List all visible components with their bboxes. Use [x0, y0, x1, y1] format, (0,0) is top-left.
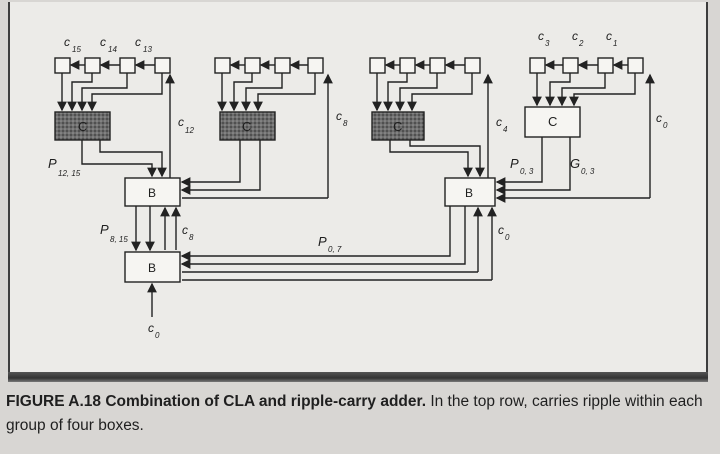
b-box-right-label: B: [465, 186, 473, 200]
svg-text:0, 3: 0, 3: [520, 167, 534, 176]
cla-box-4: [524, 106, 581, 138]
svg-text:2: 2: [578, 39, 584, 48]
svg-text:c: c: [64, 35, 70, 49]
figure-bottom-rule: [8, 372, 708, 382]
bit-box: [464, 57, 481, 74]
bit-box: [399, 57, 416, 74]
b-box-left-upper-label: B: [148, 186, 156, 200]
bit-box: [274, 57, 291, 74]
group-2-bit-boxes: [214, 57, 324, 74]
svg-text:0, 3: 0, 3: [581, 167, 595, 176]
svg-text:P: P: [318, 234, 327, 249]
group-1-bit-boxes: [54, 57, 171, 74]
bit-box: [84, 57, 101, 74]
svg-text:8: 8: [343, 119, 348, 128]
svg-text:c: c: [336, 109, 342, 123]
svg-text:0: 0: [505, 233, 510, 242]
svg-text:12, 15: 12, 15: [58, 169, 81, 178]
svg-text:c: c: [538, 29, 544, 43]
bit-box: [119, 57, 136, 74]
bit-box: [244, 57, 261, 74]
cla-box-3: [371, 111, 425, 141]
cla-box-3-label: C: [393, 119, 402, 134]
bit-box: [214, 57, 231, 74]
svg-text:c: c: [178, 115, 184, 129]
svg-text:15: 15: [72, 45, 81, 54]
group-feeds: [57, 73, 636, 112]
svg-text:3: 3: [545, 39, 550, 48]
svg-text:c: c: [572, 29, 578, 43]
bit-box: [154, 57, 171, 74]
bit-box: [562, 57, 579, 74]
svg-text:P: P: [100, 222, 109, 237]
figure-caption-text: In the top row, carries ripple within ea…: [6, 393, 703, 434]
figure-caption: FIGURE A.18 Combination of CLA and rippl…: [6, 390, 714, 438]
bit-box: [627, 57, 644, 74]
svg-text:8: 8: [189, 233, 194, 242]
svg-text:G: G: [570, 156, 580, 171]
svg-text:4: 4: [503, 125, 508, 134]
group-4-bit-boxes: [529, 57, 644, 74]
svg-text:12: 12: [185, 126, 194, 135]
svg-text:P: P: [48, 156, 57, 171]
svg-text:14: 14: [108, 45, 117, 54]
svg-text:13: 13: [143, 45, 152, 54]
svg-text:0: 0: [663, 121, 668, 130]
svg-text:1: 1: [613, 39, 617, 48]
cla-box-1-label: C: [78, 119, 87, 134]
b-box-left-lower-label: B: [148, 261, 156, 275]
cla-box-1: [54, 111, 111, 141]
bit-box: [597, 57, 614, 74]
interconnect-wires: [81, 73, 655, 317]
figure-title: Combination of CLA and ripple-carry adde…: [105, 393, 426, 410]
svg-text:8, 15: 8, 15: [110, 235, 128, 244]
svg-text:c: c: [606, 29, 612, 43]
figure-number: FIGURE A.18: [6, 393, 102, 410]
cla-box-4-label: C: [548, 114, 557, 129]
cla-box-2: [219, 111, 276, 141]
svg-text:0: 0: [155, 331, 160, 340]
b-box-right: [444, 177, 496, 207]
bit-box: [369, 57, 386, 74]
b-box-left-upper: [124, 177, 181, 207]
cla-ripple-diagram: C C C C B B B: [48, 29, 668, 340]
bit-box: [529, 57, 546, 74]
figure-panel: C C C C B B B: [8, 2, 708, 380]
svg-text:c: c: [148, 321, 154, 335]
carry-labels: c 15 c 14 c 13 c 3 c 2 c 1 c 12 c 8 c 4 …: [48, 29, 668, 340]
cla-box-2-label: C: [242, 119, 251, 134]
bit-box: [429, 57, 446, 74]
svg-text:P: P: [510, 156, 519, 171]
group-3-bit-boxes: [369, 57, 481, 74]
svg-text:c: c: [498, 223, 504, 237]
svg-text:c: c: [496, 115, 502, 129]
svg-text:c: c: [656, 111, 662, 125]
bit-box: [307, 57, 324, 74]
svg-text:0, 7: 0, 7: [328, 245, 342, 254]
svg-text:c: c: [100, 35, 106, 49]
svg-text:c: c: [135, 35, 141, 49]
svg-text:c: c: [182, 223, 188, 237]
bit-box: [54, 57, 71, 74]
b-box-left-lower: [124, 251, 181, 283]
